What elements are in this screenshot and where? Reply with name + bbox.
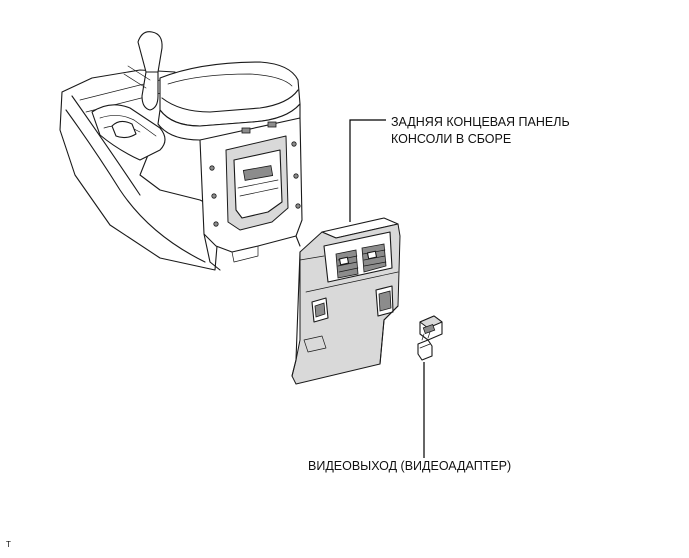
rear-end-panel-assembly [291,217,401,385]
video-output-adapter [417,315,443,361]
label-video-output: ВИДЕОВЫХОД (ВИДЕОАДАПТЕР) [308,459,512,473]
label-rear-end-panel-line1: ЗАДНЯЯ КОНЦЕВАЯ ПАНЕЛЬ [391,115,570,129]
corner-mark: T [6,540,11,549]
label-rear-end-panel-line2: КОНСОЛИ В СБОРЕ [391,132,512,146]
leader-line-rear-panel [349,119,386,222]
center-console [59,31,303,271]
